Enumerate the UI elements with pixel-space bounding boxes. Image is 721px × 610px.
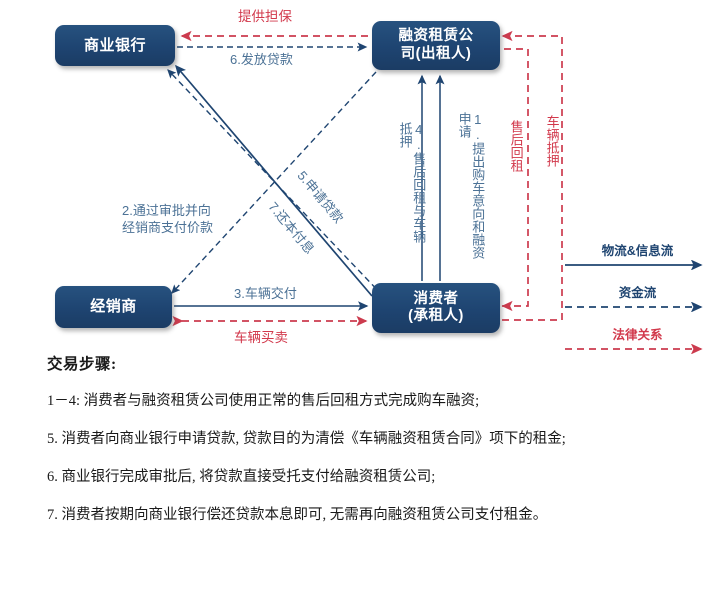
node-leasing-company[interactable]: 融资租赁公 司(出租人) — [372, 21, 500, 70]
node-dealer[interactable]: 经销商 — [55, 286, 172, 328]
legend-label: 资金流 — [618, 286, 657, 300]
edge-label-leaseback: 售后回租 — [508, 120, 524, 172]
legend-line-solid-navy — [565, 260, 703, 270]
diagram-edges — [167, 30, 563, 327]
edge-label-step4: 4.售后回租与车辆抵押 — [397, 122, 427, 243]
node-label: 融资租赁公 司(出租人) — [398, 28, 474, 62]
legend-item-cashflow: 资金流 — [565, 282, 721, 324]
caption-block: 交易步骤: 1－4: 消费者与融资租赁公司使用正常的售后回租方式完成购车融资; … — [47, 352, 687, 543]
legend: 物流&信息流 资金流 法律关系 — [565, 240, 721, 366]
edge-label-step3: 3.车辆交付 — [234, 286, 297, 301]
legend-item-logistics: 物流&信息流 — [565, 240, 721, 282]
legend-line-dashed-navy — [565, 302, 703, 312]
edge-label-vehicle-sale: 车辆买卖 — [234, 330, 288, 345]
edge-label-step2: 2.通过审批并向经销商支付价款 — [122, 203, 214, 235]
edge-label-step1: 1.提出购车意向和融资申请 — [456, 112, 486, 259]
flow-diagram: 商业银行 融资租赁公 司(出租人) 经销商 消费者 (承租人) 提供担保 6.发… — [55, 9, 703, 354]
edge-label-guarantee: 提供担保 — [238, 9, 292, 24]
legend-line-dashed-red — [565, 344, 703, 354]
legend-item-legal: 法律关系 — [565, 324, 721, 366]
edge-label-vehicle-pledge: 车辆抵押 — [544, 115, 560, 167]
node-commercial-bank[interactable]: 商业银行 — [55, 25, 175, 66]
caption-title: 交易步骤: — [47, 356, 117, 373]
node-label: 经销商 — [90, 298, 137, 316]
node-consumer[interactable]: 消费者 (承租人) — [372, 283, 500, 333]
caption-paragraph-1: 1－4: 消费者与融资租赁公司使用正常的售后回租方式完成购车融资; — [47, 393, 480, 409]
node-label: 商业银行 — [83, 36, 146, 54]
legend-label: 法律关系 — [612, 328, 663, 342]
caption-paragraph-4: 7. 消费者按期向商业银行偿还贷款本息即可, 无需再向融资租赁公司支付租金。 — [47, 507, 548, 524]
legend-label: 物流&信息流 — [601, 244, 674, 258]
caption-paragraph-3: 6. 商业银行完成审批后, 将贷款直接受托支付给融资租赁公司; — [47, 469, 436, 486]
caption-paragraph-2: 5. 消费者向商业银行申请贷款, 贷款目的为清偿《车辆融资租赁合同》项下的租金; — [47, 431, 566, 448]
node-label: 消费者 (承租人) — [408, 290, 464, 324]
edge-label-loan-disburse: 6.发放贷款 — [230, 52, 293, 67]
